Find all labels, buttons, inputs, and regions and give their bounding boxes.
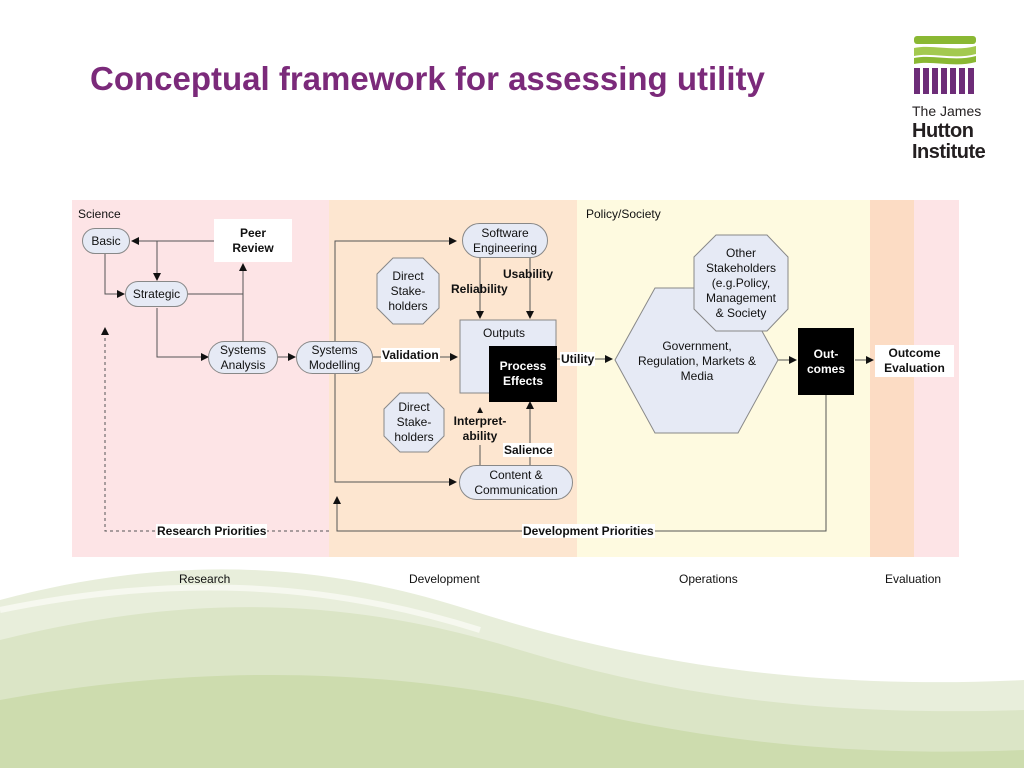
edge-label-validation: Validation <box>381 348 440 362</box>
phase-label-evaluation: Evaluation <box>885 572 942 586</box>
node-government: Government, Regulation, Markets & Media <box>637 338 757 383</box>
direct-stakeholders-bottom-shape <box>383 392 445 453</box>
node-systems-analysis: Systems Analysis <box>208 341 278 374</box>
edge-dev-to-software <box>334 237 457 341</box>
node-strategic: Strategic <box>125 281 188 307</box>
zone-label-policy-society: Policy/Society <box>586 207 661 221</box>
other-stakeholders-shape <box>693 234 789 332</box>
evaluation-zone-a <box>870 200 914 557</box>
edge-dev-to-content <box>334 373 457 486</box>
edge-label-reliability: Reliability <box>451 282 508 296</box>
edge-label-usability: Usability <box>503 267 554 281</box>
edge-label-salience: Salience <box>503 443 554 457</box>
phase-label-research: Research <box>179 572 231 586</box>
slide-title: Conceptual framework for assessing utili… <box>90 60 765 97</box>
logo-line-2: Hutton <box>912 120 974 142</box>
edge-label-research-priorities: Research Priorities <box>156 524 268 538</box>
node-other-stakeholders: Other Stakeholders (e.g.Policy, Manageme… <box>705 245 777 320</box>
node-direct-stakeholders-bottom: Direct Stake- holders <box>394 400 434 444</box>
edge-label-interpretability: Interpret- ability <box>451 413 509 445</box>
node-peer-review: Peer Review <box>214 219 292 262</box>
zone-label-science: Science <box>78 207 121 221</box>
node-direct-stakeholders-top: Direct Stake- holders <box>388 268 428 313</box>
evaluation-zone-b <box>914 200 959 557</box>
node-systems-modelling: Systems Modelling <box>296 341 373 374</box>
node-outputs: Outputs <box>482 325 526 340</box>
node-process-effects: Process Effects <box>489 346 557 402</box>
node-software-engineering: Software Engineering <box>462 223 548 258</box>
node-content-communication: Content & Communication <box>459 465 573 500</box>
node-outcomes: Out- comes <box>798 328 854 395</box>
logo-line-3: Institute <box>912 141 986 163</box>
edge-label-development-priorities: Development Priorities <box>522 524 655 538</box>
edge-strategic-to-analysis <box>156 308 209 361</box>
node-outcome-evaluation: Outcome Evaluation <box>875 345 954 377</box>
phase-label-operations: Operations <box>679 572 738 586</box>
phase-label-development: Development <box>409 572 480 586</box>
logo-wordmark: The James Hutton Institute <box>912 103 986 163</box>
direct-stakeholders-top-shape <box>376 257 440 325</box>
edge-label-utility: Utility <box>560 352 596 366</box>
node-basic: Basic <box>82 228 130 254</box>
edge-basic-to-strategic <box>104 254 125 298</box>
logo-line-1: The James <box>912 103 982 119</box>
james-hutton-logo <box>914 36 976 94</box>
